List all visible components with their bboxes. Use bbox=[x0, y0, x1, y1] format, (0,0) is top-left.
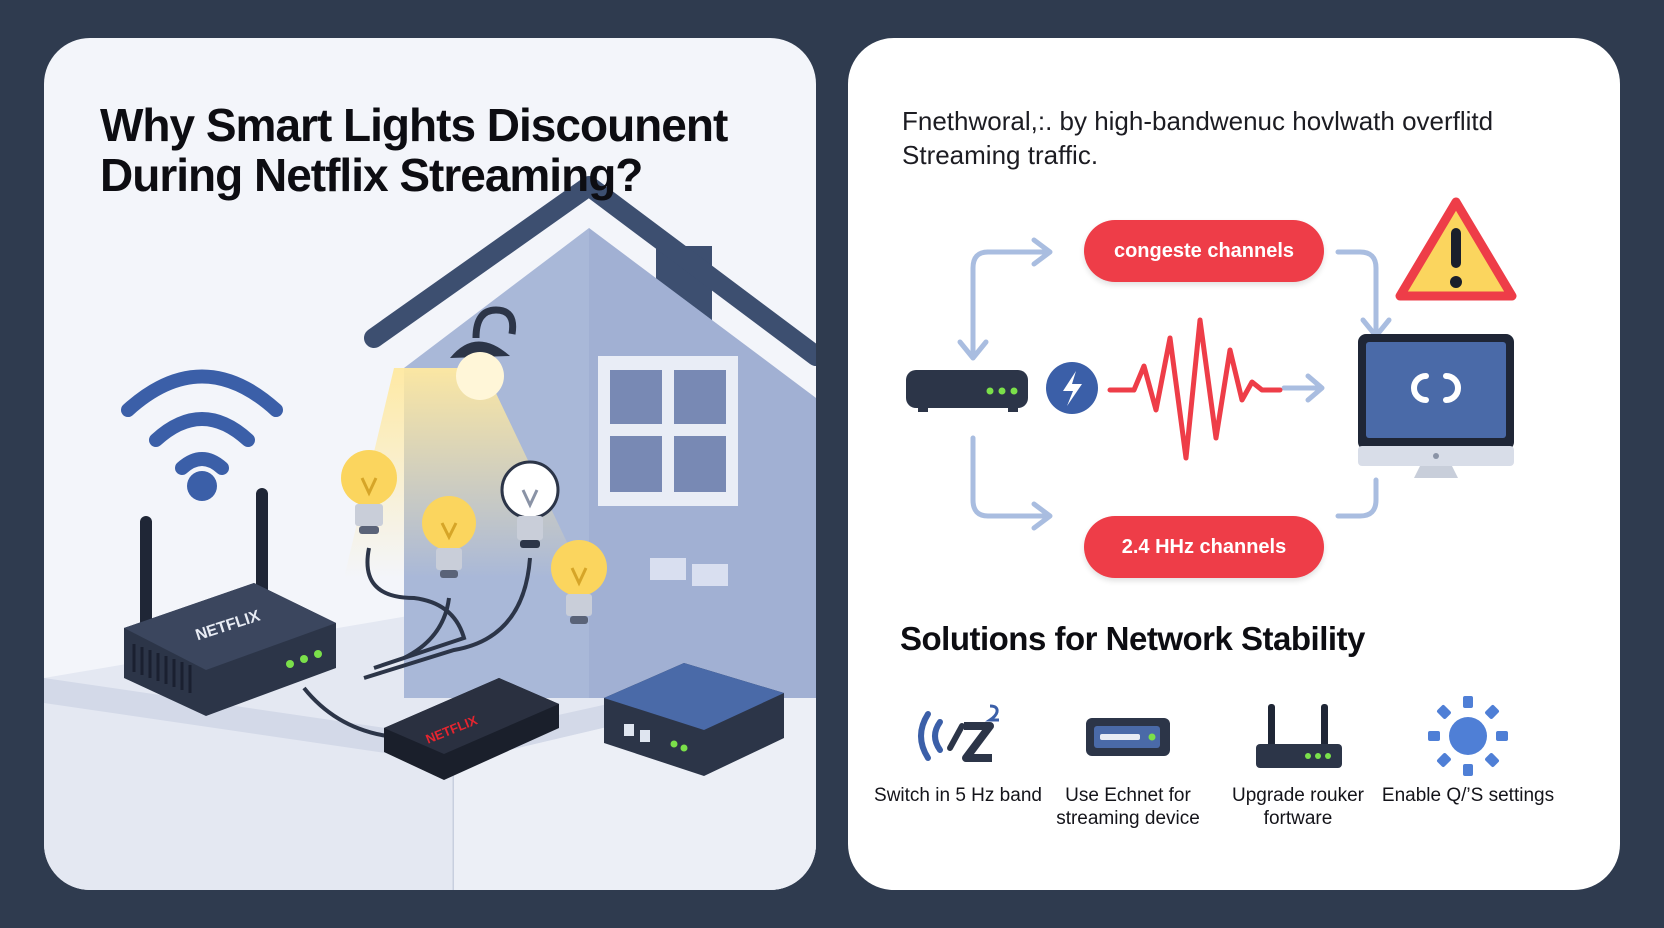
flow-arrow bbox=[970, 435, 1051, 519]
smart-bulb-icon bbox=[551, 540, 607, 624]
router-icon bbox=[1256, 704, 1342, 768]
solution-label: Upgrade rouker fortware bbox=[1231, 785, 1365, 829]
flow-arrow bbox=[1335, 249, 1379, 337]
house bbox=[364, 176, 816, 698]
streaming-stick-device bbox=[384, 678, 559, 780]
page-title: Why Smart Lights Discounent During Netfl… bbox=[100, 99, 728, 201]
solution-label: Enable Q/’S settings bbox=[1381, 785, 1555, 806]
network-box-device bbox=[604, 663, 784, 776]
interference-flow-diagram bbox=[906, 197, 1517, 531]
solution-use-ethernet: Use Echnet for streaming device bbox=[1038, 696, 1218, 830]
problem-description: Fnethworal,:. by high-bandwenuc hovlwath… bbox=[902, 106, 1494, 170]
wifi-z-icon bbox=[918, 704, 999, 762]
router-device bbox=[124, 488, 336, 716]
solution-label: Use Echnet for streaming device bbox=[1056, 785, 1200, 829]
smart-bulb-icon bbox=[500, 460, 560, 548]
illustration-panel: NETFLIX NETFLIX Why Smart Lights Discoun… bbox=[44, 38, 816, 890]
lightning-icon bbox=[1046, 362, 1098, 414]
house-scene-illustration: NETFLIX NETFLIX bbox=[44, 176, 816, 890]
gear-icon bbox=[1428, 696, 1508, 776]
modem-icon bbox=[906, 370, 1028, 412]
2-4-ghz-channels-pill: 2.4 HHz channels bbox=[1084, 516, 1324, 578]
smart-bulb-icon bbox=[341, 450, 397, 534]
explanation-panel: Fnethworal,:. by high-bandwenuc hovlwath… bbox=[848, 38, 1620, 890]
warning-icon bbox=[1395, 197, 1517, 301]
solution-enable-qos: Enable Q/’S settings bbox=[1378, 696, 1558, 807]
solution-upgrade-firmware: Upgrade rouker fortware bbox=[1208, 696, 1388, 830]
solutions-heading: Solutions for Network Stability bbox=[900, 620, 1365, 657]
flow-arrow bbox=[970, 249, 1033, 359]
flow-arrow bbox=[1335, 477, 1379, 519]
ethernet-icon bbox=[1086, 718, 1170, 756]
monitor-icon bbox=[1358, 334, 1514, 478]
solution-label: Switch in 5 Hz band bbox=[874, 785, 1042, 806]
signal-interference-wave bbox=[1107, 317, 1283, 461]
wifi-signal-icon bbox=[121, 369, 283, 475]
solution-switch-5ghz: Switch in 5 Hz band bbox=[868, 696, 1048, 807]
smart-bulb-icon bbox=[422, 496, 476, 578]
congested-channels-pill: congeste channels bbox=[1084, 220, 1324, 282]
